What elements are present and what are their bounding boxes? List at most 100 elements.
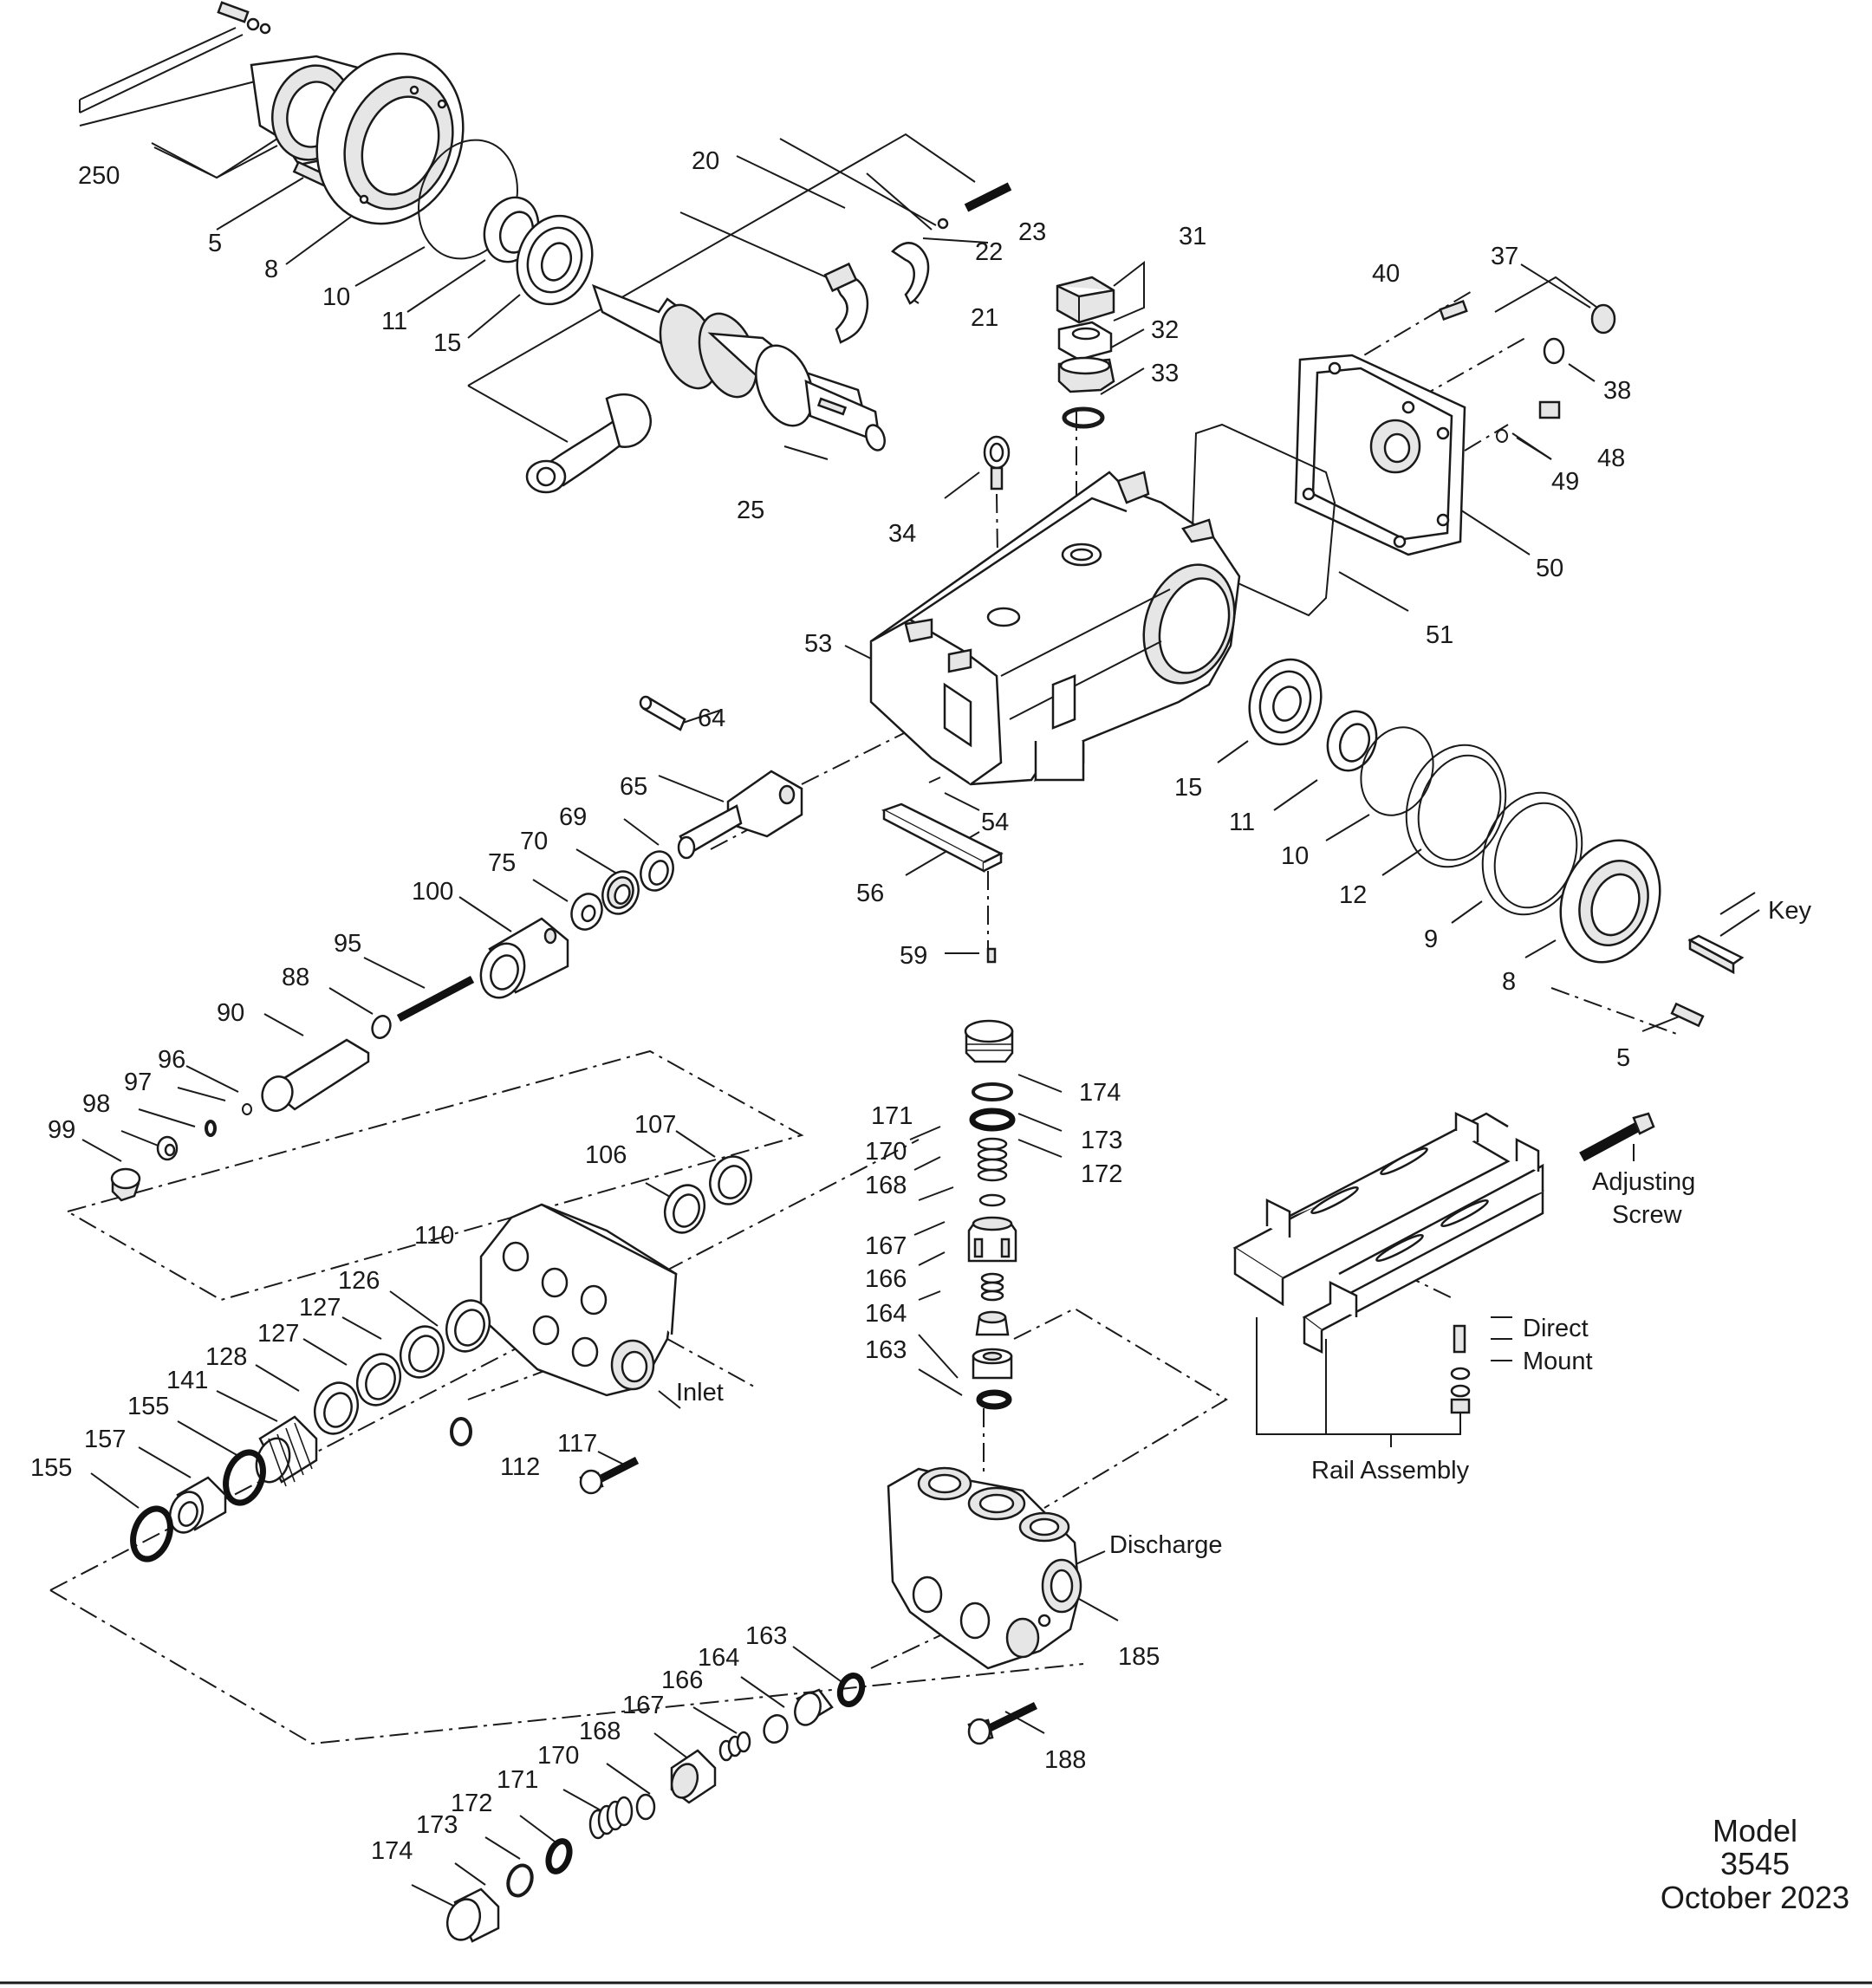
model-number: 3545 [1720, 1846, 1790, 1881]
part-label: Direct [1523, 1315, 1589, 1342]
part-label: 8 [264, 256, 278, 283]
part-label: 25 [737, 497, 764, 524]
part-label: 70 [520, 828, 548, 855]
part-label: 127 [299, 1294, 341, 1322]
oil-fill-group [983, 276, 1115, 491]
part-label: 40 [1372, 260, 1400, 288]
part-label: 90 [217, 999, 244, 1027]
lower-valve-stack [445, 1673, 866, 1943]
part-label: 12 [1339, 881, 1367, 909]
title-block: Model 3545 October 2023 [1661, 1813, 1849, 1915]
part-label: 88 [282, 964, 309, 991]
part-label: 11 [1229, 809, 1255, 836]
part-label: 117 [557, 1430, 597, 1458]
oil-pan-group [881, 802, 1004, 964]
crankshaft-group [525, 182, 1012, 494]
part-label: Key [1768, 897, 1811, 925]
rear-cover-group [1190, 299, 1616, 617]
part-label: 163 [865, 1336, 907, 1364]
part-label: 155 [127, 1393, 169, 1420]
part-label: 171 [497, 1766, 538, 1794]
part-label: 53 [804, 630, 832, 658]
part-label: 163 [745, 1622, 787, 1650]
part-label: Rail Assembly [1311, 1457, 1470, 1485]
part-label: 37 [1491, 243, 1518, 270]
part-label: 32 [1151, 316, 1179, 344]
part-label: 64 [698, 705, 725, 732]
part-label: 170 [537, 1742, 579, 1770]
part-label: 31 [1179, 223, 1206, 250]
part-label: 23 [1018, 218, 1046, 246]
part-label: 5 [208, 230, 222, 257]
part-label: 126 [338, 1267, 380, 1295]
spring-141 [255, 1415, 318, 1487]
part-label: 167 [865, 1232, 907, 1260]
part-label: 112 [500, 1453, 540, 1481]
part-label: 188 [1044, 1746, 1086, 1774]
part-label: 8 [1502, 968, 1516, 996]
part-label: 127 [257, 1320, 299, 1348]
part-label: 171 [871, 1102, 913, 1130]
part-label: 164 [865, 1300, 907, 1328]
part-label: 20 [692, 147, 719, 175]
part-label: 168 [865, 1172, 907, 1199]
part-label: 164 [698, 1644, 739, 1672]
bolt-250 [217, 1, 271, 35]
part-label: 128 [205, 1343, 247, 1371]
part-label: 170 [865, 1138, 907, 1166]
part-label: 166 [865, 1265, 907, 1293]
part-label: 48 [1597, 445, 1625, 472]
upper-valve-stack [964, 1019, 1017, 1410]
part-label: 15 [1174, 774, 1202, 802]
part-label: Inlet [676, 1379, 724, 1407]
part-label: Discharge [1109, 1531, 1223, 1559]
part-label: 9 [1424, 926, 1438, 953]
part-label: 56 [856, 880, 884, 907]
part-label: 174 [1079, 1079, 1121, 1107]
part-label: 54 [981, 809, 1009, 836]
part-label: 22 [975, 238, 1003, 266]
discharge-manifold-185 [887, 1466, 1082, 1745]
part-label: 172 [451, 1790, 492, 1817]
part-label: 38 [1603, 377, 1631, 405]
part-label: 99 [48, 1116, 75, 1144]
part-label: 21 [971, 304, 998, 332]
part-label: 157 [84, 1426, 126, 1453]
part-label: 49 [1551, 468, 1579, 496]
part-label: 10 [322, 283, 350, 311]
right-bearing-group [1248, 658, 1745, 1028]
part-label: 96 [158, 1046, 185, 1074]
part-label: Screw [1612, 1201, 1683, 1229]
part-label: 166 [661, 1666, 703, 1694]
part-label: 107 [634, 1111, 676, 1139]
revision-date: October 2023 [1661, 1880, 1849, 1915]
rail-assembly [1232, 1112, 1655, 1414]
spring-171-upper [977, 1137, 1008, 1182]
part-label: 174 [371, 1837, 413, 1865]
part-label: 11 [381, 308, 407, 335]
part-label: 50 [1536, 555, 1563, 582]
part-label: 106 [585, 1141, 627, 1169]
part-label: 185 [1118, 1643, 1160, 1671]
part-label: 75 [488, 849, 516, 877]
plunger-group [110, 695, 941, 1202]
part-label: 59 [900, 942, 927, 970]
part-label: 100 [412, 878, 453, 906]
part-label: 51 [1426, 621, 1453, 649]
part-label: 34 [888, 520, 916, 548]
part-label: 15 [433, 329, 461, 357]
part-label: 110 [414, 1222, 454, 1250]
part-label: 173 [1081, 1127, 1122, 1154]
model-label: Model [1713, 1813, 1797, 1848]
part-label: 95 [334, 930, 361, 958]
inlet-manifold-group [130, 1155, 752, 1562]
left-bearing-cover-group [217, 1, 594, 306]
part-label: 168 [579, 1718, 621, 1745]
part-label: Adjusting [1592, 1168, 1695, 1196]
part-label: 10 [1281, 842, 1309, 870]
part-label: 69 [559, 803, 587, 831]
part-label: 65 [620, 773, 647, 801]
part-label: 33 [1151, 360, 1179, 387]
part-label: 155 [30, 1454, 72, 1482]
